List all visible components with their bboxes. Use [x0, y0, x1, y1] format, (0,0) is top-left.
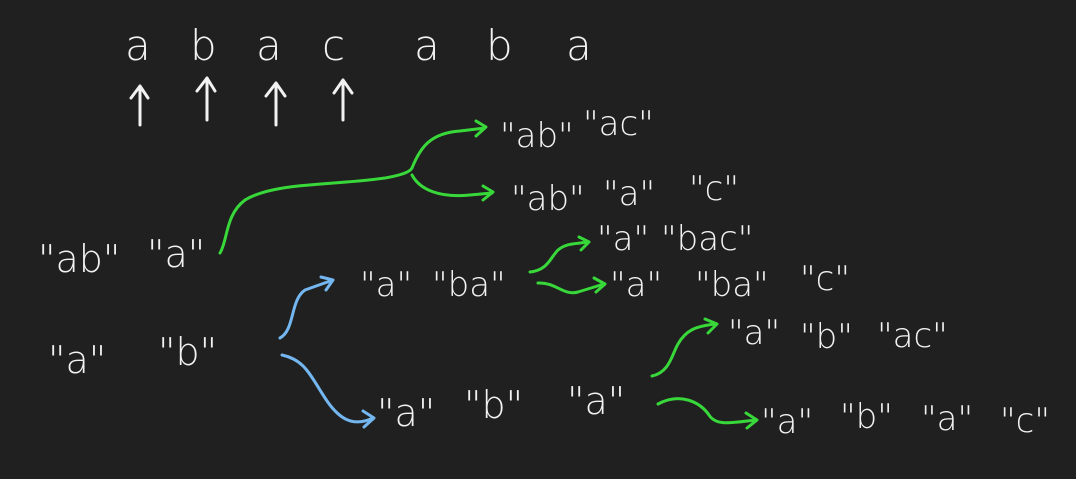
- partition-token: "b": [158, 330, 217, 374]
- green-fork-upper: [410, 119, 488, 170]
- partition-token: "b": [800, 317, 853, 357]
- partition-token: "ac": [877, 316, 948, 356]
- partition-token: "a": [597, 219, 649, 259]
- partition-token: "c": [1000, 401, 1050, 441]
- input-sequence: a b a c a b a: [125, 21, 593, 70]
- partition-token: "a": [728, 313, 780, 353]
- partition-token: "a": [921, 399, 973, 439]
- partition-token: "a": [377, 391, 435, 435]
- left-bottom-partition: "a" "b": [48, 330, 217, 382]
- partition-token: "a": [610, 265, 662, 305]
- green-branch-arrow: [656, 397, 759, 430]
- partition-token: "ab": [38, 237, 120, 281]
- sequence-char-5: a: [414, 21, 441, 70]
- partition-token: "b": [840, 397, 893, 437]
- sequence-char-6: b: [486, 21, 514, 70]
- partition-token: "c": [689, 169, 739, 209]
- partition-token: "a": [360, 265, 412, 305]
- green-branch-arrow: [650, 317, 719, 378]
- partition-token: "b": [464, 383, 523, 427]
- up-arrow-icon: [129, 84, 150, 127]
- left-top-partition: "ab" "a": [38, 232, 205, 281]
- mid-node: "a" "ba": [360, 265, 506, 305]
- blue-branch-arrow-down: [280, 353, 376, 429]
- pointer-arrows: [129, 76, 354, 127]
- mid-branch-1: "a" "bac": [597, 219, 753, 259]
- partition-token: "ba": [432, 265, 506, 305]
- sequence-char-4: c: [322, 21, 346, 70]
- green-fork-lower: [410, 173, 495, 202]
- low-node: "a" "b" "a": [377, 379, 625, 435]
- top-branch-1: "ab" "ac": [500, 104, 654, 156]
- sequence-char-1: a: [125, 21, 152, 70]
- partition-token: "ab": [511, 179, 585, 219]
- partition-token: "a": [48, 338, 106, 382]
- sequence-char-2: b: [190, 21, 218, 70]
- partition-token: "ba": [695, 265, 769, 305]
- partition-token: "c": [800, 259, 850, 299]
- partition-token: "a": [147, 232, 205, 276]
- top-branch-2: "ab" "a" "c": [511, 169, 739, 219]
- green-branch-arrow: [536, 276, 607, 295]
- mid-branch-2: "a" "ba" "c": [610, 259, 850, 305]
- low-branch-2: "a" "b" "a" "c": [761, 397, 1050, 442]
- green-branch-arrow: [528, 235, 591, 274]
- low-branch-1: "a" "b" "ac": [728, 313, 948, 357]
- partition-token: "ab": [500, 116, 574, 156]
- sequence-char-3: a: [256, 21, 283, 70]
- sequence-char-7: a: [566, 21, 593, 70]
- blue-branch-arrow-up: [278, 275, 335, 340]
- partition-token: "a": [567, 379, 625, 423]
- partition-token: "bac": [661, 219, 753, 259]
- up-arrow-icon: [195, 76, 217, 122]
- up-arrow-icon: [264, 81, 287, 127]
- partition-token: "a": [603, 174, 655, 214]
- partition-token: "a": [761, 402, 813, 442]
- green-branch-arrow: [218, 166, 414, 255]
- up-arrow-icon: [332, 78, 354, 122]
- partition-token: "ac": [583, 104, 654, 144]
